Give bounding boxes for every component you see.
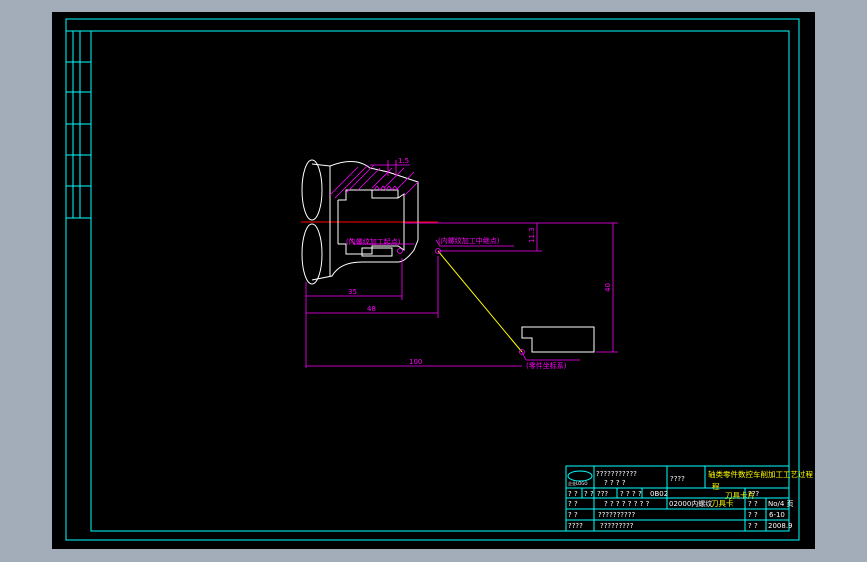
dim-100: 100	[409, 358, 422, 366]
r4-right-label: ? ?	[748, 511, 758, 519]
r2-right: ???	[748, 490, 759, 498]
r3-tool: 刀具卡	[711, 498, 734, 508]
chuck-jaw-upper	[301, 159, 323, 221]
groove	[361, 247, 393, 257]
chuck-jaw-lower	[301, 223, 323, 285]
r5-c2: ?????????	[600, 522, 634, 530]
part-outline	[301, 159, 419, 285]
r5-right-value: 2008.9	[768, 522, 793, 530]
dim-40: 40	[604, 283, 612, 292]
dim-35: 35	[348, 288, 357, 296]
part-title: 轴类零件数控车削加工工艺过程	[708, 469, 813, 479]
annotation-mid-point: (内螺纹加工中继点)	[438, 236, 500, 245]
r3-c2: ? ? ? ? ? ? ? ?	[604, 500, 650, 508]
annotation-start-point: (内螺纹加工起点)	[346, 237, 401, 246]
r4-c1: ? ?	[568, 511, 578, 519]
left-margin-strip	[66, 30, 91, 219]
r3-right-label: ? ?	[748, 500, 758, 508]
part-subtitle: 刀具卡片	[725, 490, 755, 500]
r2-c5: ? ?	[632, 490, 642, 498]
r3-c1: ? ?	[568, 500, 578, 508]
r5-right-label: ? ?	[748, 522, 758, 530]
workpiece-profile	[521, 326, 595, 353]
header-q1: ???????????	[596, 470, 637, 478]
logo: 企业LOGO	[567, 470, 593, 486]
title-block	[565, 465, 790, 532]
inner-frame	[90, 30, 790, 532]
thread-region	[371, 189, 399, 199]
drawing-frame	[65, 18, 800, 541]
r5-c1: ????	[568, 522, 583, 530]
r2-c4: ? ?	[620, 490, 630, 498]
r2-c1: ? ?	[568, 490, 578, 498]
r2-c3: ???	[597, 490, 608, 498]
part-title-line2: 程	[712, 482, 720, 491]
dim-48: 48	[367, 305, 376, 313]
header-q2: ? ? ? ?	[604, 479, 626, 487]
thread-teeth	[373, 185, 399, 191]
dim-11-3: 11.3	[528, 227, 536, 243]
dimension-markers	[397, 248, 525, 355]
r4-right-value: 6-10	[769, 511, 785, 519]
r4-c2: ??????????	[598, 511, 635, 519]
annotation-origin-point: (零件坐标系)	[526, 361, 567, 370]
thread-toolpath	[437, 250, 523, 353]
r3-program: 02000内螺纹	[669, 499, 712, 508]
r2-code: 0B02	[650, 490, 668, 498]
logo-text: 企业LOGO	[568, 480, 587, 486]
dimensions	[305, 160, 618, 368]
header-q3: ????	[670, 475, 685, 483]
outer-frame	[65, 18, 800, 541]
section-hatch	[329, 164, 419, 199]
r3-right-value: No/4 页	[768, 500, 794, 508]
dim-thread-pitch: 1.5	[398, 157, 409, 165]
r2-c2: ? ?	[584, 490, 594, 498]
part-body-outline	[311, 161, 419, 281]
drawing-canvas[interactable]	[52, 12, 815, 549]
